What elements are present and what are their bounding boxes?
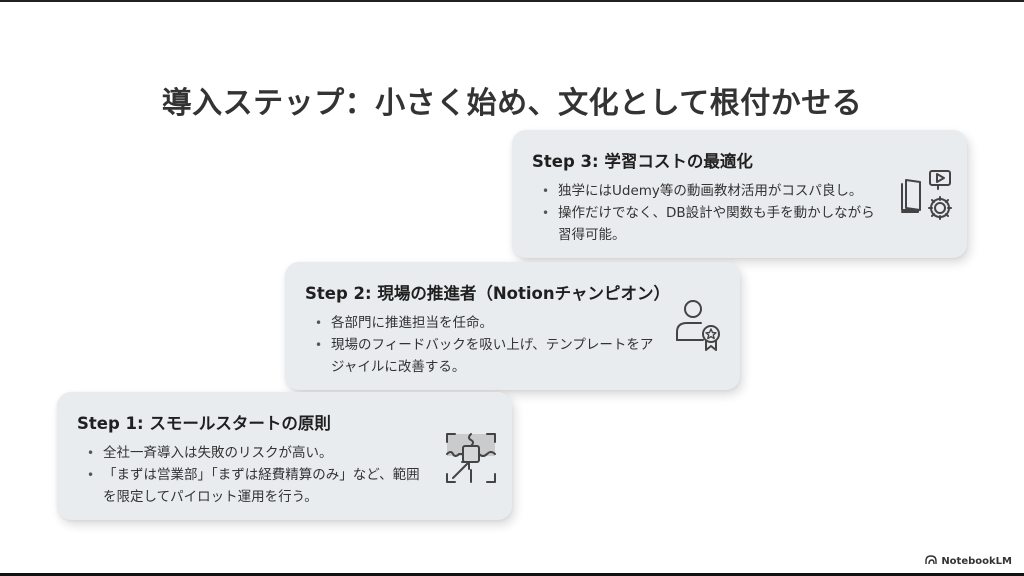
user-award-icon	[671, 296, 727, 352]
step-2-title: Step 2: 現場の推進者（Notionチャンピオン）	[305, 284, 670, 303]
step-2-bullets: 各部門に推進担当を任命。 現場のフィードバックを吸い上げ、テンプレートをアジャイ…	[305, 312, 660, 378]
step-3-title: Step 3: 学習コストの最適化	[532, 152, 753, 171]
step-1-bullet-1: 全社一斉導入は失敗のリスクが高い。	[87, 442, 432, 464]
step-2-bullet-1: 各部門に推進担当を任命。	[315, 312, 660, 334]
step-3-bullet-2: 操作だけでなく、DB設計や関数も手を動かしながら習得可能。	[542, 202, 887, 246]
puzzle-expand-icon	[443, 430, 499, 486]
step-1-bullet-2: 「まずは営業部」「まずは経費精算のみ」など、範囲を限定してパイロット運用を行う。	[87, 464, 432, 508]
step-3-bullets: 独学にはUdemy等の動画教材活用がコスパ良し。 操作だけでなく、DB設計や関数…	[532, 180, 887, 246]
step-2-bullet-2: 現場のフィードバックを吸い上げ、テンプレートをアジャイルに改善する。	[315, 334, 660, 378]
step-1-bullets: 全社一斉導入は失敗のリスクが高い。 「まずは営業部」「まずは経費精算のみ」など、…	[77, 442, 432, 508]
step-3-card: Step 3: 学習コストの最適化 独学にはUdemy等の動画教材活用がコスパ良…	[512, 130, 967, 258]
slide-title: 導入ステップ：小さく始め、文化として根付かせる	[161, 86, 863, 122]
frame-bottom-border	[0, 573, 1024, 576]
frame-top-border	[0, 0, 1024, 2]
notebooklm-label: NotebookLM	[941, 556, 1012, 567]
notebooklm-logo-icon	[925, 555, 938, 568]
step-2-card: Step 2: 現場の推進者（Notionチャンピオン） 各部門に推進担当を任命…	[285, 262, 740, 390]
step-3-bullet-1: 独学にはUdemy等の動画教材活用がコスパ良し。	[542, 180, 887, 202]
step-1-card: Step 1: スモールスタートの原則 全社一斉導入は失敗のリスクが高い。 「ま…	[57, 392, 512, 520]
step-1-title: Step 1: スモールスタートの原則	[77, 414, 331, 433]
book-video-gear-icon	[898, 168, 954, 224]
notebooklm-branding: NotebookLM	[925, 555, 1012, 568]
